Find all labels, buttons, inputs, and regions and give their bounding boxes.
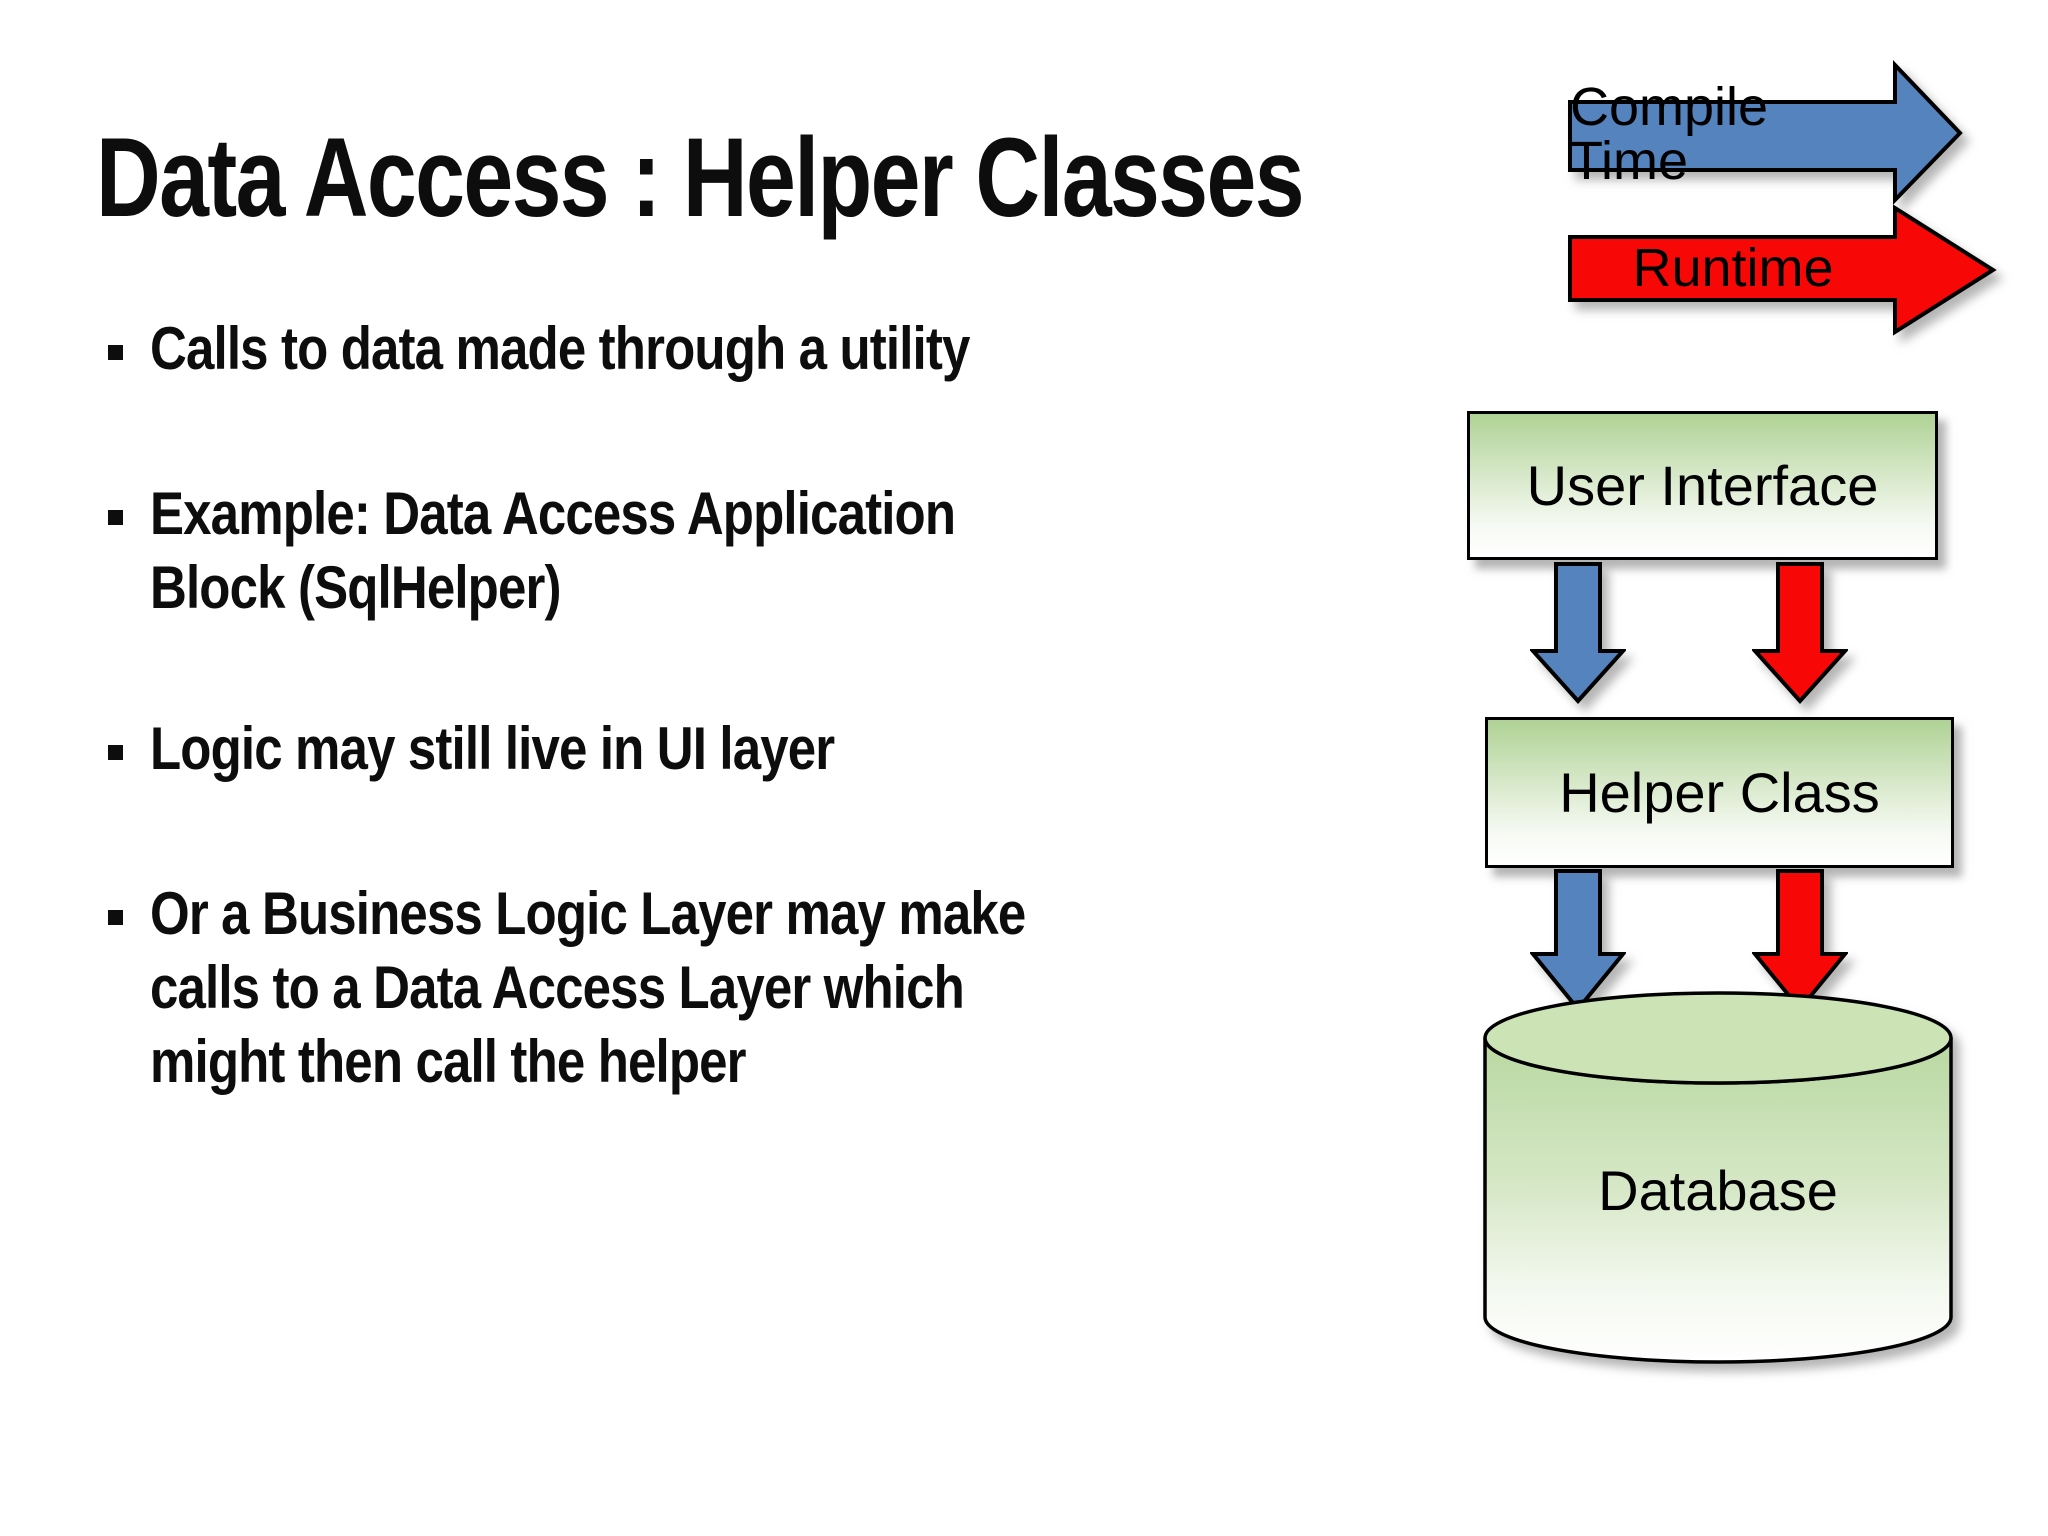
user-interface-label: User Interface [1526, 454, 1879, 517]
bullet-square-icon [108, 910, 123, 925]
slide-title: Data Access : Helper Classes [96, 115, 1305, 240]
bullet-square-icon [108, 745, 123, 760]
bullet-text: Logic may still live in UI layer [150, 715, 835, 782]
database-cylinder-icon [1483, 991, 1953, 1364]
runtime-label: Runtime [1632, 238, 1834, 298]
runtime-arrow-icon [1568, 204, 1997, 336]
helper-class-label: Helper Class [1559, 761, 1880, 824]
bullet-item: Calls to data made through a utility [96, 312, 1346, 386]
bullet-text: Example: Data Access Application Block (… [150, 480, 956, 621]
compile-time-label: Compile Time [1570, 77, 1769, 191]
bullet-item: Logic may still live in UI layer [96, 712, 1346, 786]
ui-to-helper-runtime-arrow-icon [1752, 562, 1848, 704]
helper-class-box: Helper Class [1485, 717, 1954, 868]
bullet-text: Or a Business Logic Layer may make calls… [150, 880, 1026, 1095]
helper-to-db-runtime-arrow-icon [1752, 869, 1848, 1013]
user-interface-box: User Interface [1467, 411, 1938, 560]
bullet-item: Or a Business Logic Layer may make calls… [96, 877, 1346, 1099]
bullet-square-icon [108, 510, 123, 525]
ui-to-helper-compile-arrow-icon [1530, 562, 1626, 704]
bullet-item: Example: Data Access Application Block (… [96, 477, 1346, 625]
bullet-square-icon [108, 345, 123, 360]
helper-to-db-compile-arrow-icon [1530, 869, 1626, 1013]
database-label: Database [1598, 1158, 1838, 1222]
bullet-text: Calls to data made through a utility [150, 315, 970, 382]
compile-time-arrow-icon [1568, 60, 1963, 205]
